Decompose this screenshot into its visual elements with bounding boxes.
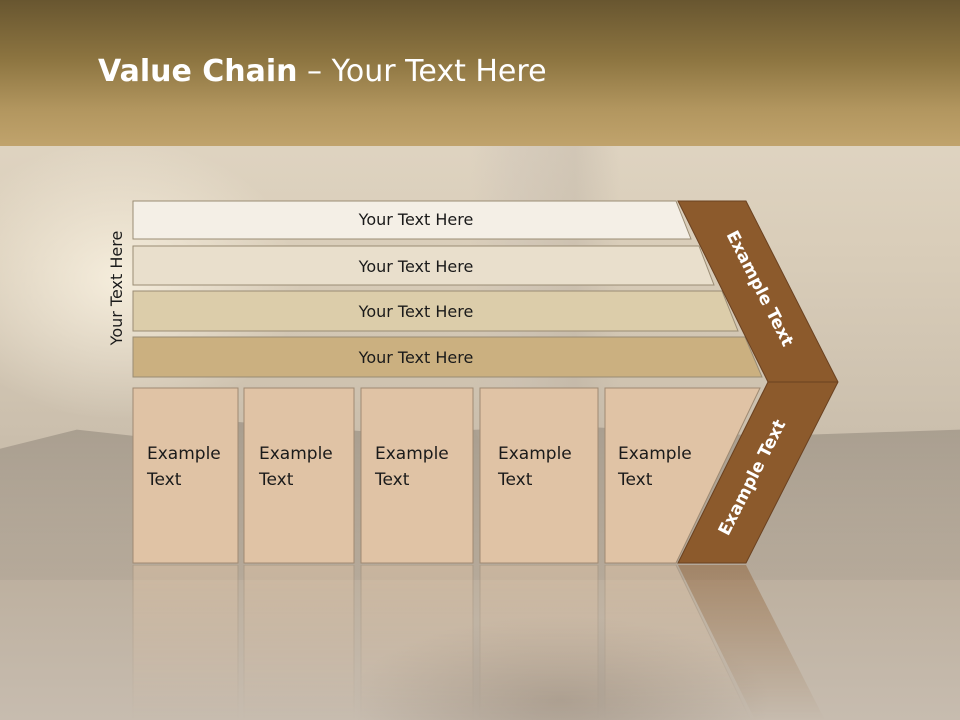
- bar-3-label: Your Text Here: [358, 302, 474, 321]
- title-rest: – Your Text Here: [297, 54, 547, 89]
- box-2-line-1: Example: [259, 444, 333, 464]
- side-label: Your Text Here: [107, 231, 126, 347]
- bar-1-shape: [132, 200, 692, 240]
- slide-title: Value Chain – Your Text Here: [98, 54, 547, 89]
- box-2: Example Text: [243, 387, 355, 564]
- bar-row-1: Your Text Here: [132, 200, 692, 240]
- box-5-shape: [604, 387, 761, 564]
- reflection-box-5: [604, 564, 751, 720]
- reflection-box-3: [360, 564, 474, 720]
- title-bar: [0, 0, 960, 146]
- box-3: Example Text: [360, 387, 474, 564]
- box-1-line-1: Example: [147, 444, 221, 464]
- box-4: Example Text: [479, 387, 599, 564]
- box-4-line-2: Text: [497, 470, 533, 490]
- box-5-line-2: Text: [617, 470, 653, 490]
- box-1-shape: [132, 387, 239, 564]
- box-4-shape: [479, 387, 599, 564]
- box-2-shape: [243, 387, 355, 564]
- box-5-line-1: Example: [618, 444, 692, 464]
- bar-row-4: Your Text Here: [132, 336, 763, 378]
- reflection-box-4: [479, 564, 599, 720]
- box-3-line-1: Example: [375, 444, 449, 464]
- title-bold: Value Chain: [98, 54, 298, 89]
- bar-2-label: Your Text Here: [358, 257, 474, 276]
- bar-3-shape: [132, 290, 739, 332]
- bar-4-label: Your Text Here: [358, 348, 474, 367]
- reflection-chevron: [678, 565, 825, 720]
- reflection-box-1: [132, 564, 239, 720]
- bar-row-2: Your Text Here: [132, 245, 715, 286]
- box-3-shape: [360, 387, 474, 564]
- box-5: Example Text: [604, 387, 761, 564]
- box-4-line-1: Example: [498, 444, 572, 464]
- bar-1-label: Your Text Here: [358, 210, 474, 229]
- bar-4-shape: [132, 336, 763, 378]
- box-2-line-2: Text: [258, 470, 294, 490]
- bar-2-shape: [132, 245, 715, 286]
- reflection-box-2: [243, 564, 355, 720]
- box-1: Example Text: [132, 387, 239, 564]
- box-3-line-2: Text: [374, 470, 410, 490]
- box-1-line-2: Text: [146, 470, 182, 490]
- diagram-reflection: [132, 564, 825, 720]
- bar-row-3: Your Text Here: [132, 290, 739, 332]
